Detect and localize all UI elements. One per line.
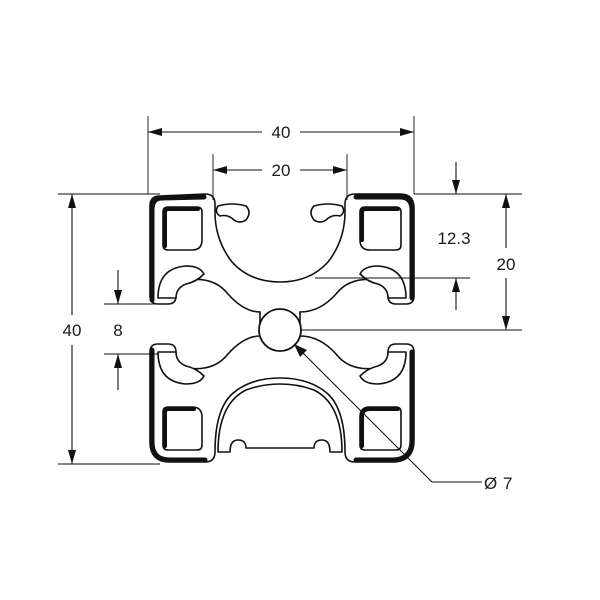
slot-spacing-label: 20 — [272, 161, 291, 180]
overall-height-label: 40 — [63, 321, 82, 340]
dimension-slot-spacing: 20 — [212, 154, 348, 200]
bore-diameter-label: 7 — [503, 474, 512, 493]
dimension-center-height: 20 — [300, 193, 522, 331]
cavity-shadow — [360, 207, 400, 242]
profile-shadow-edge — [353, 349, 415, 463]
dimension-slot-depth: 12.3 — [315, 162, 471, 310]
profile-shadow-edge — [149, 194, 207, 303]
corner-cavity-bottom-right — [359, 406, 402, 451]
bottom-slot-channel — [217, 383, 343, 453]
corner-cavity-top-right — [359, 206, 402, 251]
profile-shadow-edge — [353, 194, 415, 301]
overall-width-label: 40 — [272, 123, 291, 142]
dimension-slot-opening: 8 — [104, 270, 158, 390]
cavity-shadow — [163, 207, 200, 248]
bore-diameter-symbol: Ø — [484, 474, 497, 493]
corner-cavity-top-left — [162, 206, 203, 251]
cavity-shadow — [360, 407, 400, 448]
dimension-overall-width: 40 — [147, 116, 415, 194]
profile-shadow-edge — [149, 347, 208, 463]
slot-lip-right-lower — [359, 351, 407, 385]
corner-cavity-bottom-left — [162, 406, 203, 451]
dimension-overall-height: 40 — [58, 193, 160, 465]
slot-lip-top-right — [310, 203, 345, 223]
slot-lip-left-lower — [157, 351, 205, 385]
dimension-bore-diameter: Ø 7 — [293, 343, 512, 493]
slot-depth-label: 12.3 — [437, 229, 470, 248]
slot-opening-label: 8 — [113, 321, 122, 340]
slot-lip-left-upper — [157, 265, 205, 299]
slot-lip-right-upper — [359, 265, 407, 299]
cavity-shadow — [163, 407, 196, 448]
profile-cross-section — [149, 193, 415, 463]
center-height-label: 20 — [497, 255, 516, 274]
slot-lip-top-left — [215, 203, 250, 223]
